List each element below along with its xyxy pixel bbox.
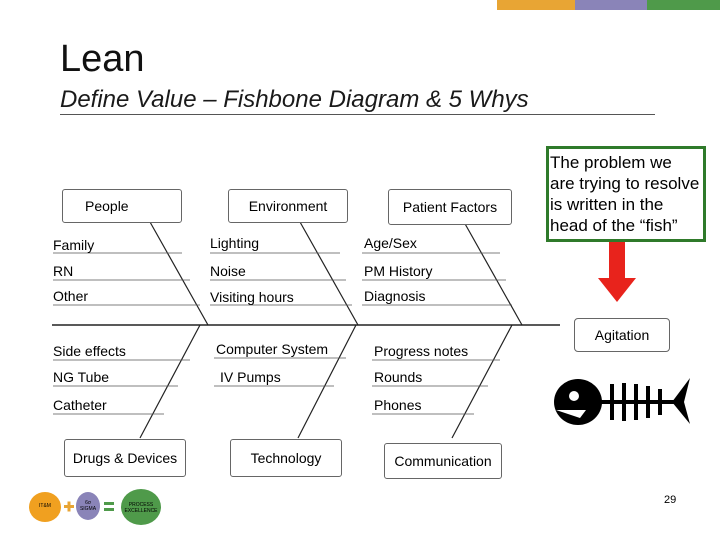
logo-right-text: PROCESS EXCELLENCE (124, 502, 158, 514)
effect-box: Agitation (574, 318, 670, 352)
category-communication: Communication (384, 443, 502, 479)
category-people: People (62, 189, 182, 223)
cause-iv-pumps: IV Pumps (220, 369, 281, 385)
logo-middle-text: 6σ SIGMA (79, 500, 97, 512)
top-bar-green (647, 0, 720, 10)
cause-lighting: Lighting (210, 235, 260, 251)
bone-environment (299, 221, 359, 326)
cause-age-sex: Age/Sex (364, 235, 417, 251)
slide-subtitle: Define Value – Fishbone Diagram & 5 Whys (60, 86, 529, 113)
callout-text: The problem we are trying to resolve is … (550, 153, 700, 235)
top-bar-purple (575, 0, 647, 10)
callout-box (546, 146, 706, 242)
cause-rn: RN (53, 263, 74, 279)
top-bar-orange (497, 0, 575, 10)
cause-ng-tube: NG Tube (53, 369, 110, 385)
cause-visiting-hours: Visiting hours (210, 289, 294, 305)
category-technology: Technology (230, 439, 342, 477)
slide-title: Lean (60, 38, 145, 80)
bone-communication (451, 324, 513, 439)
footer-logo (29, 489, 161, 525)
bone-people (149, 221, 209, 326)
fish-skeleton-icon (554, 378, 690, 425)
category-environment: Environment (228, 189, 348, 223)
cause-phones: Phones (374, 397, 422, 413)
cause-noise: Noise (210, 263, 246, 279)
cause-progress-notes: Progress notes (374, 343, 469, 359)
cause-computer-system: Computer System (216, 341, 329, 357)
page-number: 29 (664, 494, 677, 506)
cause-rounds: Rounds (374, 369, 423, 385)
bone-technology (297, 324, 357, 439)
title-underline (60, 114, 655, 115)
bone-patient (463, 221, 523, 326)
cause-catheter: Catheter (53, 397, 107, 413)
bone-drugs (139, 324, 201, 439)
cause-side-effects: Side effects (53, 343, 126, 359)
cause-diagnosis: Diagnosis (364, 288, 426, 304)
logo-left-text: IT&M (39, 503, 51, 509)
cause-family: Family (53, 237, 95, 253)
cause-other: Other (53, 288, 89, 304)
category-patient-factors: Patient Factors (388, 189, 512, 225)
cause-pm-history: PM History (364, 263, 433, 279)
category-drugs-devices: Drugs & Devices (64, 439, 186, 477)
arrow-down-icon (598, 242, 636, 302)
